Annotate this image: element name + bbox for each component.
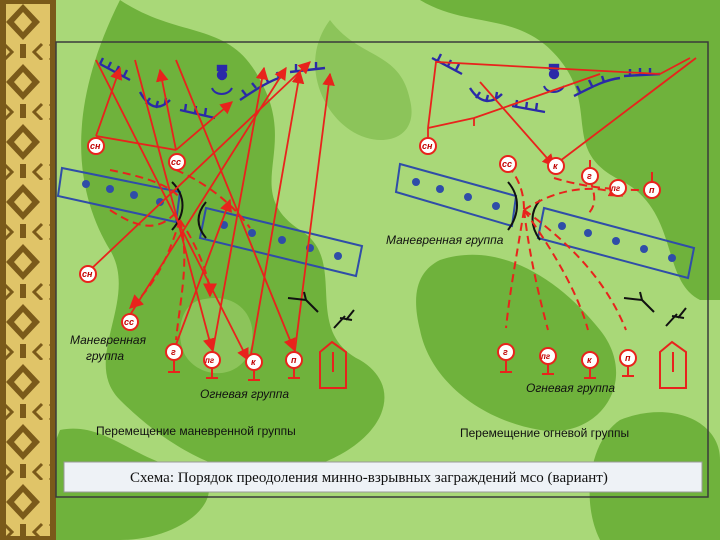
footer-title-box: Схема: Порядок преодоления минно-взрывны… bbox=[63, 461, 703, 493]
svg-text:сс: сс bbox=[171, 157, 181, 167]
marker-sn-left-top: сн bbox=[87, 137, 105, 155]
camouflage-background bbox=[56, 0, 720, 540]
svg-text:к: к bbox=[587, 355, 592, 365]
left-scheme: сн сс сн сс Маневренная группа г пг bbox=[56, 57, 364, 438]
fire-group-label-right: Огневая группа bbox=[526, 381, 615, 395]
svg-text:сс: сс bbox=[502, 159, 512, 169]
caption-right: Перемещение огневой группы bbox=[460, 426, 629, 440]
svg-text:к: к bbox=[553, 161, 558, 171]
passage-bracket-right-1 bbox=[507, 181, 518, 231]
marker-ss-left-bottom: сс bbox=[121, 313, 139, 331]
fire-group-label-left: Огневая группа bbox=[200, 387, 289, 401]
vehicle-column-right-bottom bbox=[536, 206, 696, 280]
marker-ss-right: сс bbox=[499, 155, 517, 173]
svg-text:г: г bbox=[587, 171, 592, 181]
marker-sn-left-bottom: сн bbox=[79, 265, 97, 283]
marker-ss-left-top: сс bbox=[168, 153, 186, 171]
svg-text:сн: сн bbox=[90, 141, 101, 151]
marker-k-right: к bbox=[581, 351, 599, 379]
svg-text:сн: сн bbox=[422, 141, 433, 151]
marker-g-left: г bbox=[165, 343, 183, 373]
dashed-routes-left bbox=[109, 169, 251, 341]
svg-text:п: п bbox=[649, 185, 655, 195]
tank-icon-left bbox=[319, 340, 347, 389]
wire-obstacle-right bbox=[431, 53, 661, 114]
svg-text:п: п bbox=[291, 355, 297, 365]
marker-pg-right: пг bbox=[539, 347, 557, 375]
svg-text:к: к bbox=[251, 357, 256, 367]
marker-g-right-top: г bbox=[581, 160, 599, 185]
marker-p-right-top: п bbox=[643, 172, 661, 199]
passage-bracket-right-2 bbox=[531, 199, 541, 241]
marker-sn-right: сн bbox=[419, 137, 437, 155]
footer-title: Схема: Порядок преодоления минно-взрывны… bbox=[130, 470, 608, 486]
svg-text:пг: пг bbox=[611, 184, 621, 193]
maneuver-group-label-line2: группа bbox=[86, 349, 124, 363]
vehicle-column-left-top bbox=[56, 166, 182, 224]
marker-p-left: п bbox=[285, 351, 303, 379]
routes-right bbox=[427, 57, 697, 167]
svg-text:п: п bbox=[625, 353, 631, 363]
marker-pg-right-top: пг bbox=[609, 179, 627, 197]
passage-bracket-left bbox=[171, 181, 184, 231]
svg-text:пг: пг bbox=[205, 356, 215, 365]
marker-k-right-top: к bbox=[547, 157, 565, 175]
dashed-routes-right bbox=[505, 165, 641, 331]
maneuver-group-label-right: Маневренная группа bbox=[386, 233, 504, 247]
caption-left: Перемещение маневренной группы bbox=[96, 424, 296, 438]
svg-text:пг: пг bbox=[541, 352, 551, 361]
svg-text:сс: сс bbox=[124, 317, 134, 327]
weapon-icon-right bbox=[623, 291, 687, 327]
marker-k-left: к bbox=[245, 353, 263, 381]
maneuver-group-label-line1: Маневренная bbox=[70, 333, 147, 347]
weapon-icon-left bbox=[287, 291, 355, 329]
routes-left bbox=[89, 59, 335, 362]
vehicle-column-right-top bbox=[394, 162, 518, 228]
marker-p-right: п bbox=[619, 349, 637, 377]
svg-text:г: г bbox=[503, 347, 508, 357]
svg-text:сн: сн bbox=[82, 269, 93, 279]
right-scheme: Маневренная группа сн сс bbox=[386, 53, 697, 440]
svg-text:г: г bbox=[171, 347, 176, 357]
marker-g-right: г bbox=[497, 343, 515, 373]
passage-bracket-right bbox=[197, 201, 207, 239]
marker-pg-left: пг bbox=[203, 351, 221, 379]
diagram-frame bbox=[55, 41, 709, 498]
tank-icon-right bbox=[659, 340, 687, 389]
